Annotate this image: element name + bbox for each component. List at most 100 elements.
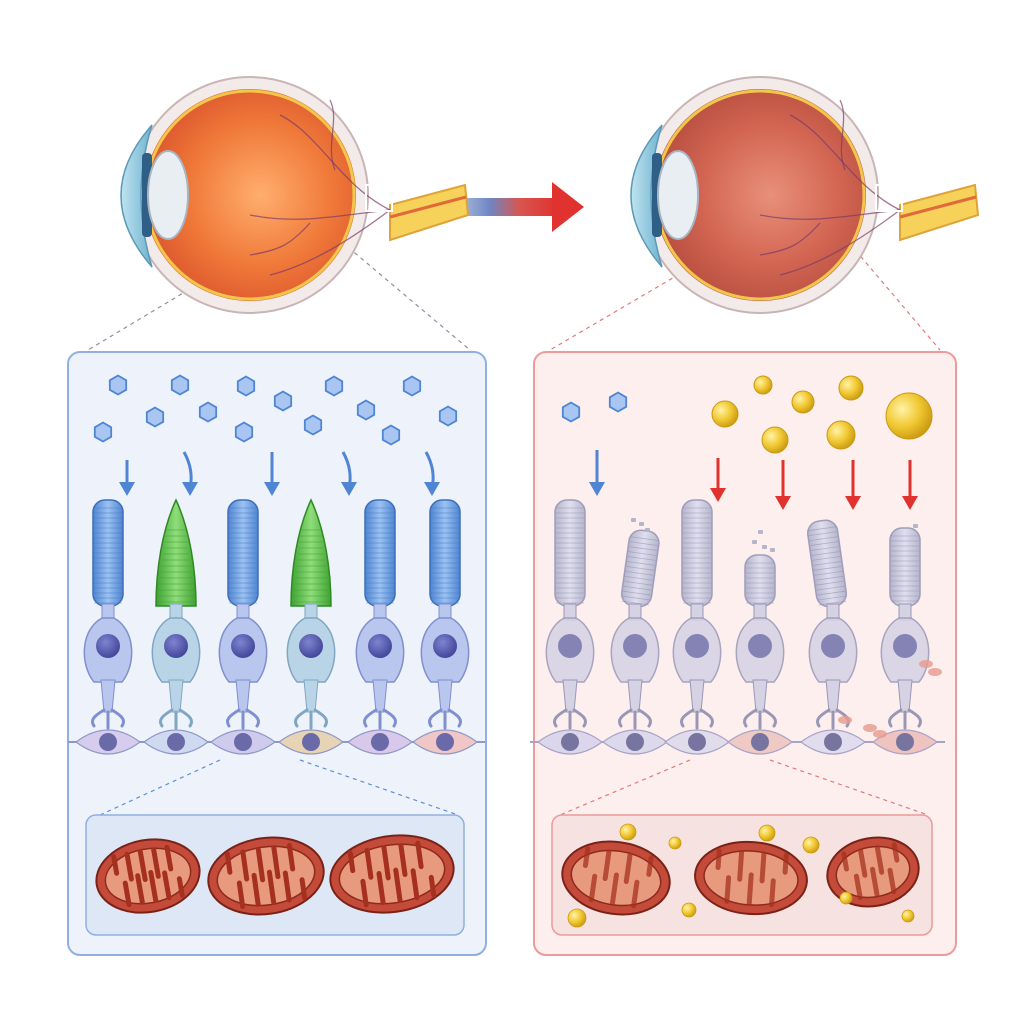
yellow-sphere-icon <box>668 836 682 850</box>
down-arrow-icon <box>182 451 198 496</box>
axon <box>372 679 388 713</box>
zoom-box <box>875 184 903 212</box>
debris-fragment <box>873 730 887 738</box>
disc-line <box>627 561 655 566</box>
synaptic-terminal <box>617 708 653 730</box>
synaptic-terminal <box>362 708 398 730</box>
rod-outer-segment <box>364 499 396 607</box>
down-arrow-icon <box>341 451 357 496</box>
bipolar-nucleus <box>99 733 117 751</box>
disc-line <box>813 561 841 566</box>
optic-vessel <box>389 195 467 219</box>
optic-vessel <box>899 195 977 219</box>
axon <box>100 679 116 713</box>
cristae <box>724 875 732 904</box>
disc-line <box>818 600 847 606</box>
yellow-sphere-icon <box>839 891 853 905</box>
degraded-rod-outer-segment <box>681 499 713 607</box>
arrow-head <box>589 482 605 496</box>
arrow-head <box>845 496 861 510</box>
mitochondrion <box>95 838 201 914</box>
cristae <box>588 873 598 903</box>
down-arrow-icon <box>775 460 791 510</box>
rod-cell <box>420 499 470 730</box>
cristae <box>874 845 885 875</box>
degraded-rod-cell <box>545 499 595 730</box>
debris-fragment <box>919 660 933 668</box>
hexagon-molecule-icon <box>236 375 256 397</box>
cristae <box>282 870 292 903</box>
yellow-sphere-icon <box>901 909 915 923</box>
disc-fragment <box>770 548 775 552</box>
cristae <box>122 880 132 908</box>
disc-line <box>815 580 844 586</box>
nucleus <box>685 634 709 658</box>
cristae <box>176 876 185 898</box>
bipolar-cell <box>726 729 794 755</box>
arrow-head <box>775 496 791 510</box>
blood-vessel <box>329 99 336 171</box>
bipolar-nucleus <box>824 733 842 751</box>
hexagon-molecule-icon <box>324 375 344 397</box>
zoom-box <box>365 184 393 212</box>
bipolar-nucleus <box>234 733 252 751</box>
disc-line <box>628 551 657 556</box>
disc-line <box>621 600 650 606</box>
rod-cell <box>355 499 405 730</box>
disc-line <box>817 595 846 601</box>
cristae <box>602 849 612 882</box>
cristae <box>623 852 633 885</box>
hexagon-molecule-icon <box>356 399 376 421</box>
synaptic-terminal <box>427 708 463 730</box>
synaptic-terminal <box>552 708 588 730</box>
hexagon-molecule-icon <box>381 424 401 446</box>
zoom-connector-line <box>299 759 459 816</box>
synaptic-terminal <box>679 708 715 730</box>
damaged-mitochondrion <box>561 840 671 916</box>
yellow-sphere-icon <box>761 426 789 454</box>
nucleus <box>368 634 392 658</box>
cristae <box>266 869 277 905</box>
debris-fragment <box>928 668 942 676</box>
rod-outer-segment <box>227 499 259 607</box>
blood-vessel <box>759 222 821 256</box>
hexagon-molecule-icon <box>438 405 458 427</box>
disc-line <box>815 575 844 581</box>
disc-line <box>814 570 843 576</box>
arrow-head <box>119 482 135 496</box>
blood-vessel <box>839 99 846 171</box>
nucleus <box>164 634 188 658</box>
degraded-rod-cell <box>880 524 930 730</box>
blood-vessel <box>789 114 901 211</box>
hexagon-molecule-icon <box>108 374 128 396</box>
disc-line <box>622 595 651 601</box>
degraded-rod-outer-segment <box>554 499 586 607</box>
cristae <box>853 873 863 901</box>
nucleus <box>821 634 845 658</box>
rod-cell <box>218 499 268 730</box>
cristae <box>137 849 148 883</box>
lens <box>657 150 699 240</box>
arrow-head <box>710 488 726 502</box>
hexagon-molecule-icon <box>561 401 581 423</box>
bipolar-cell-layer <box>530 729 945 755</box>
disc-line <box>625 570 654 576</box>
bipolar-nucleus <box>626 733 644 751</box>
bipolar-cell <box>142 729 210 755</box>
cristae <box>164 844 174 872</box>
disc-line <box>808 526 837 532</box>
disc-line <box>816 585 845 591</box>
zoom-connector-line <box>99 759 221 816</box>
disc-fragment <box>752 540 757 544</box>
cristae <box>393 867 403 903</box>
axon <box>235 679 251 713</box>
debris-fragment <box>863 724 877 732</box>
disc-fragment <box>762 545 767 549</box>
down-arrow-icon <box>845 460 861 510</box>
rod-segment-body <box>889 527 921 607</box>
bipolar-cell <box>871 729 939 755</box>
down-arrow-icon <box>119 460 135 496</box>
disc-line <box>626 566 655 571</box>
cristae <box>135 873 145 905</box>
yellow-sphere-icon <box>619 823 637 841</box>
